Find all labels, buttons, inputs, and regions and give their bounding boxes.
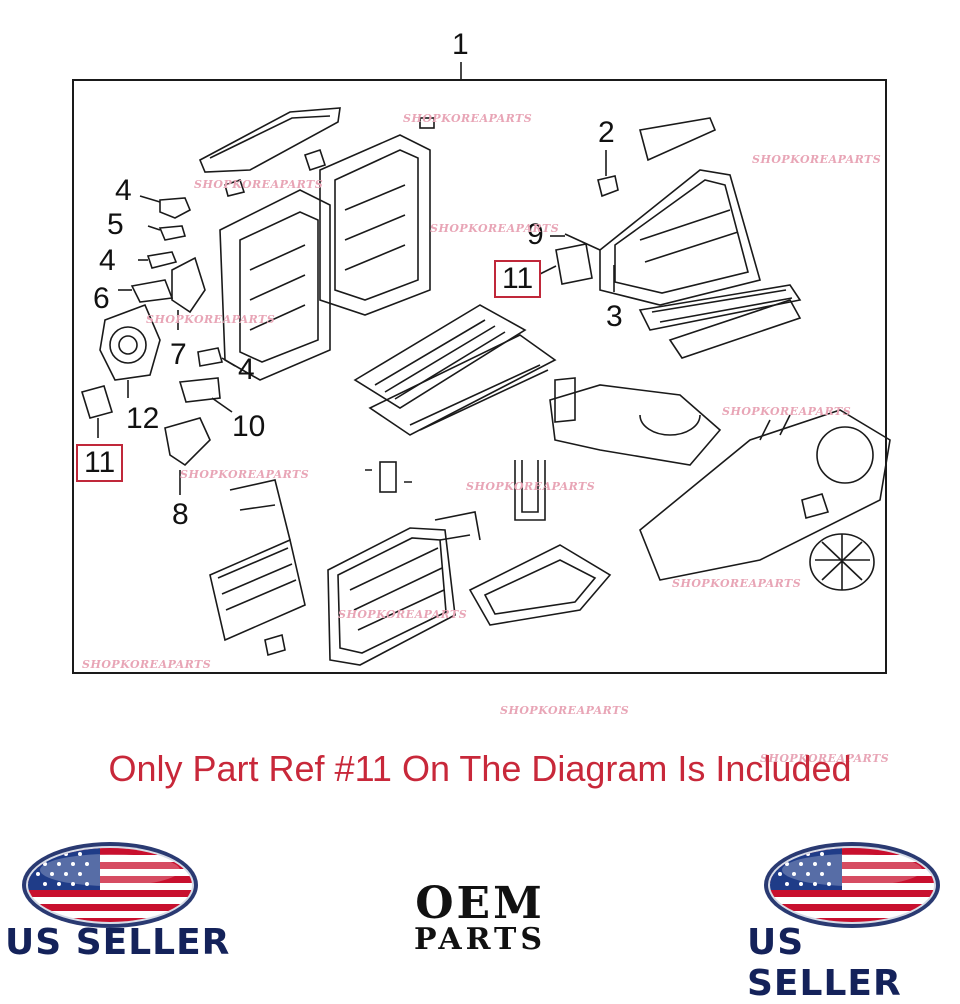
callout-5: 5 xyxy=(107,208,124,241)
callout-3: 3 xyxy=(606,300,623,333)
watermark: SHOPKOREAPARTS xyxy=(466,480,596,493)
watermark: SHOPKOREAPARTS xyxy=(194,178,324,191)
watermark: SHOPKOREAPARTS xyxy=(180,468,310,481)
oem-logo-line2: PARTS xyxy=(413,922,547,957)
watermark: SHOPKOREAPARTS xyxy=(672,577,802,590)
watermark: SHOPKOREAPARTS xyxy=(146,313,276,326)
callout-4: 4 xyxy=(99,244,116,277)
callout-8: 8 xyxy=(172,498,189,531)
callout-12: 12 xyxy=(126,402,160,435)
watermark: SHOPKOREAPARTS xyxy=(752,153,882,166)
watermark: SHOPKOREAPARTS xyxy=(760,752,890,765)
watermark: SHOPKOREAPARTS xyxy=(403,112,533,125)
callout-4: 4 xyxy=(115,174,132,207)
watermark: SHOPKOREAPARTS xyxy=(82,658,212,671)
watermark: SHOPKOREAPARTS xyxy=(500,704,630,717)
callout-2: 2 xyxy=(598,116,615,149)
callout-10: 10 xyxy=(232,410,266,443)
watermark: SHOPKOREAPARTS xyxy=(430,222,560,235)
hvac-exploded-diagram xyxy=(72,62,891,674)
callout-6: 6 xyxy=(93,282,110,315)
watermark: SHOPKOREAPARTS xyxy=(722,405,852,418)
us-flag-oval-right xyxy=(764,842,940,928)
us-flag-oval-left xyxy=(22,842,198,928)
product-image: 1 2 3 4 5 4 6 7 4 10 12 8 9 11 11 SHOPKO… xyxy=(5,28,940,1004)
callout-1: 1 xyxy=(452,28,469,61)
oem-logo-line1: OEM xyxy=(415,878,545,929)
callout-9: 9 xyxy=(527,218,544,251)
us-seller-label-left: US SELLER xyxy=(5,922,231,963)
callout-11-highlighted-right: 11 xyxy=(494,260,542,298)
callout-7: 7 xyxy=(170,338,187,371)
watermark: SHOPKOREAPARTS xyxy=(338,608,468,621)
callout-11-highlighted-left: 11 xyxy=(76,444,124,482)
us-seller-label-right: US SELLER xyxy=(747,922,902,1004)
part-notice: Only Part Ref #11 On The Diagram Is Incl… xyxy=(108,748,852,789)
callout-4: 4 xyxy=(238,353,255,386)
